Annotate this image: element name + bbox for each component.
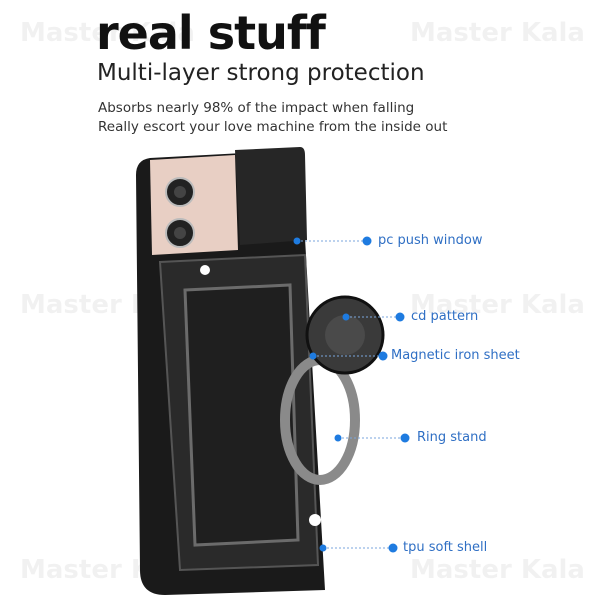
description-line: Absorbs nearly 98% of the impact when fa…: [98, 100, 415, 116]
watermark-logo: Master Kala: [410, 18, 585, 48]
callout-cd-pattern: cd pattern: [411, 309, 479, 324]
callout-magnetic-iron-sheet: Magnetic iron sheet: [391, 348, 520, 363]
callout-pc-push-window: pc push window: [378, 233, 483, 248]
description-line: Really escort your love machine from the…: [98, 119, 448, 135]
page-title: real stuff: [96, 6, 326, 60]
page-subtitle: Multi-layer strong protection: [97, 60, 425, 86]
callout-ring-stand: Ring stand: [417, 430, 487, 445]
callout-tpu-soft-shell: tpu soft shell: [403, 540, 488, 555]
watermark-logo: Master Kala: [410, 555, 585, 585]
watermark-logo: Master Kala: [20, 18, 195, 48]
watermark-logo: Master Kala: [410, 290, 585, 320]
